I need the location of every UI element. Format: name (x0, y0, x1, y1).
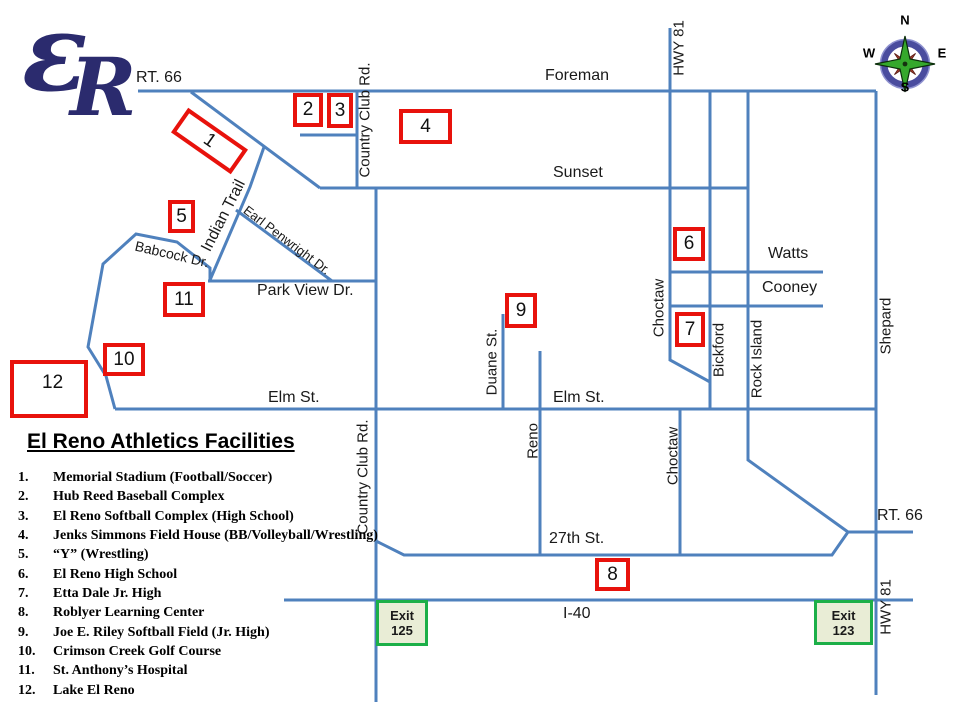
street-label-bickford: Bickford (710, 322, 728, 378)
exit-123-badge: Exit 123 (814, 600, 873, 645)
el-reno-logo: ε R (22, 0, 142, 134)
exit-123-number: 123 (832, 622, 855, 638)
legend-item-10: 10. Crimson Creek Golf Course (18, 644, 378, 663)
facility-marker-6: 6 (673, 227, 705, 261)
legend-item-4: 4. Jenks Simmons Field House (BB/Volleyb… (18, 528, 378, 547)
legend-item-text: El Reno Softball Complex (High School) (53, 508, 294, 524)
facility-marker-2: 2 (293, 93, 323, 127)
exit-125-number: 125 (391, 623, 413, 638)
legend-item-text: Etta Dale Jr. High (53, 586, 162, 602)
legend-item-number: 10. (18, 644, 36, 660)
street-label-shepard: Shepard (877, 297, 895, 355)
street-label-reno: Reno (524, 423, 542, 459)
street-label-elm-west: Elm St. (268, 389, 320, 406)
street-label-cooney: Cooney (762, 279, 818, 296)
compass-rose-icon (874, 35, 936, 93)
legend-item-text: Hub Reed Baseball Complex (53, 489, 225, 505)
legend-item-12: 12. Lake El Reno (18, 683, 378, 702)
street-label-rt66-top: RT. 66 (136, 69, 182, 86)
legend-item-text: Memorial Stadium (Football/Soccer) (53, 470, 273, 485)
facility-marker-3: 3 (327, 93, 353, 128)
facility-marker-4: 4 (399, 109, 452, 144)
legend-item-text: Roblyer Learning Center (53, 605, 205, 621)
compass-south-label: S (900, 79, 910, 95)
street-label-sunset: Sunset (553, 164, 603, 181)
street-label-park-view: Park View Dr. (257, 282, 354, 299)
road-diagonal-rt66-sunset (190, 90, 321, 190)
exit-125-word: Exit (390, 608, 414, 623)
road-earl-penwright (235, 208, 333, 283)
legend-item-3: 3. El Reno Softball Complex (High School… (18, 509, 378, 528)
legend-item-text: Jenks Simmons Field House (BB/Volleyball… (53, 528, 378, 544)
legend-list: 1. Memorial Stadium (Football/Soccer) 2.… (18, 470, 378, 702)
street-label-duane: Duane St. (483, 328, 501, 396)
exit-123-word: Exit (831, 607, 856, 623)
legend-item-text: Lake El Reno (53, 682, 135, 698)
street-label-hwy81-bottom: HWY 81 (877, 579, 895, 635)
legend-item-6: 6. El Reno High School (18, 567, 378, 586)
logo-letter-r: R (70, 40, 137, 134)
street-label-hwy81-top: HWY 81 (670, 20, 688, 76)
legend-item-text: Joe E. Riley Softball Field (Jr. High) (53, 624, 270, 640)
facility-marker-7: 7 (675, 312, 705, 347)
legend-item-number: 3. (18, 508, 29, 524)
compass-east-label: E (937, 45, 947, 61)
facility-marker-8: 8 (595, 558, 630, 591)
street-label-27th: 27th St. (549, 530, 605, 547)
legend-item-number: 6. (18, 566, 29, 582)
legend-item-text: El Reno High School (53, 566, 178, 582)
legend-title: El Reno Athletics Facilities (27, 430, 295, 453)
legend-item-7: 7. Etta Dale Jr. High (18, 586, 378, 605)
legend-item-number: 4. (18, 528, 29, 544)
logo-letter-e: ε (22, 0, 88, 116)
street-label-i40: I-40 (563, 605, 591, 622)
legend-item-9: 9. Joe E. Riley Softball Field (Jr. High… (18, 625, 378, 644)
legend-item-number: 5. (18, 547, 29, 563)
road-rock-island (746, 91, 849, 534)
road-indian-trail (208, 146, 266, 281)
street-label-choctaw-north: Choctaw (650, 278, 668, 338)
exit-125-badge: Exit 125 (376, 600, 428, 646)
compass-north-label: N (900, 12, 910, 28)
legend-item-number: 2. (18, 489, 29, 505)
compass-west-label: W (862, 45, 876, 61)
legend-item-number: 7. (18, 586, 29, 602)
legend-item-2: 2. Hub Reed Baseball Complex (18, 489, 378, 508)
street-label-watts: Watts (768, 245, 809, 262)
facility-marker-12: 12 (10, 360, 88, 418)
legend-item-number: 12. (18, 682, 36, 698)
street-label-country-club-top: Country Club Rd. (356, 62, 374, 178)
road-hwy81-choctaw-north (668, 28, 711, 384)
road-27th (375, 531, 850, 557)
legend-item-number: 1. (18, 470, 29, 485)
street-label-elm-east: Elm St. (553, 389, 605, 406)
legend-item-number: 9. (18, 624, 29, 640)
legend-item-number: 11. (18, 663, 35, 679)
street-label-choctaw-south: Choctaw (664, 426, 682, 486)
street-label-rock-island: Rock Island (748, 319, 766, 399)
facility-marker-10: 10 (103, 343, 145, 376)
facility-marker-11: 11 (163, 282, 205, 317)
legend-item-5: 5. “Y” (Wrestling) (18, 547, 378, 566)
legend-item-number: 8. (18, 605, 29, 621)
legend-item-11: 11. St. Anthony’s Hospital (18, 663, 378, 682)
legend-item-text: St. Anthony’s Hospital (53, 663, 188, 679)
legend-item-1: 1. Memorial Stadium (Football/Soccer) (18, 470, 378, 489)
street-label-rt66-east: RT. 66 (877, 507, 923, 524)
legend-item-text: Crimson Creek Golf Course (53, 644, 222, 660)
legend-item-text: “Y” (Wrestling) (53, 547, 149, 563)
facility-marker-5: 5 (168, 200, 195, 233)
facility-marker-9: 9 (505, 293, 537, 328)
legend-item-8: 8. Roblyer Learning Center (18, 605, 378, 624)
street-label-foreman: Foreman (545, 67, 610, 84)
